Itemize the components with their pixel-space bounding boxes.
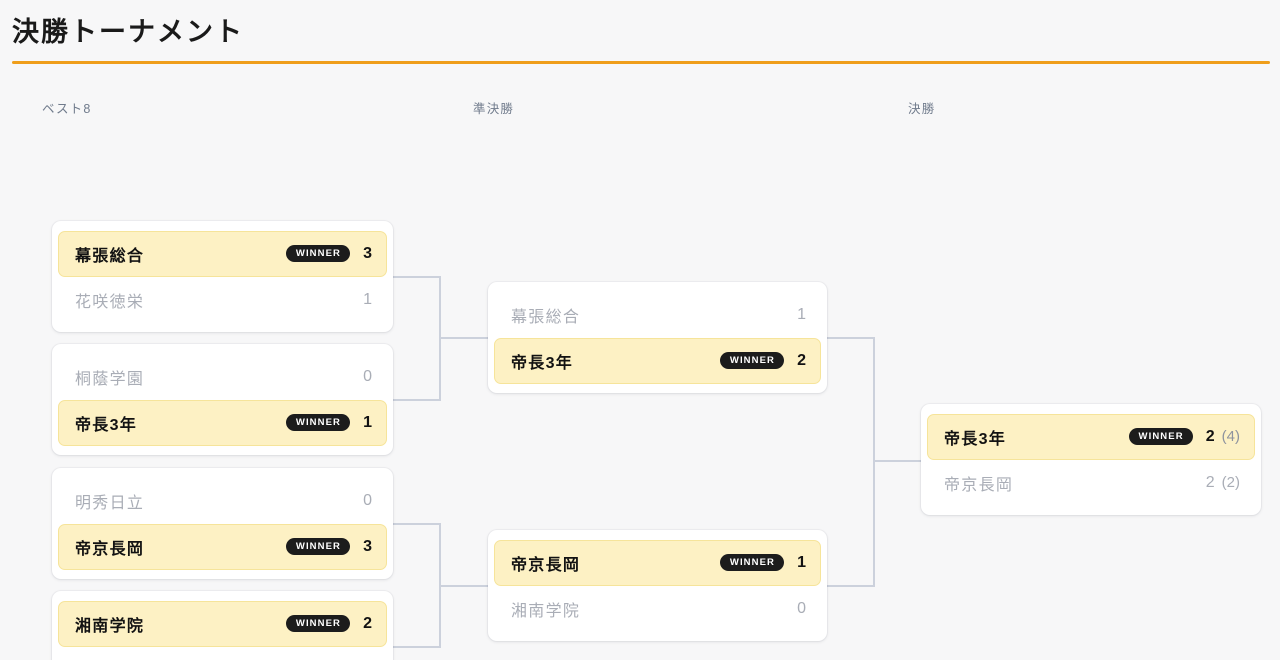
team-name: 帝京長岡 [75, 540, 145, 558]
tournament-bracket: ベスト8 準決勝 決勝 幕張総合 WINNER 3 花咲徳栄 1 [0, 64, 1280, 660]
match-card-final[interactable]: 帝長3年 WINNER 2 (4) 帝京長岡 2 (2) [921, 404, 1261, 515]
team-score: 1 [363, 290, 372, 308]
team-penalty-score: (2) [1221, 474, 1240, 491]
winner-badge: WINNER [1128, 428, 1193, 445]
round-label-final: 決勝 [908, 102, 936, 116]
team-row-bottom[interactable]: 花咲徳栄 1 [58, 277, 387, 323]
match-card-quarterfinal-1[interactable]: 幕張総合 WINNER 3 花咲徳栄 1 [52, 221, 393, 332]
winner-badge: WINNER [285, 615, 350, 632]
team-row-top[interactable]: 桐蔭学園 0 [58, 354, 387, 400]
team-row-top[interactable]: 湘南学院 WINNER 2 [58, 600, 387, 647]
match-card-quarterfinal-3[interactable]: 明秀日立 0 帝京長岡 WINNER 3 [52, 468, 393, 579]
team-row-top[interactable]: 幕張総合 WINNER 3 [58, 230, 387, 277]
page-title: 決勝トーナメント [12, 17, 244, 47]
team-name: 幕張総合 [511, 308, 581, 326]
team-score: 2 [363, 614, 372, 632]
match-card-semifinal-1[interactable]: 幕張総合 1 帝長3年 WINNER 2 [488, 282, 827, 393]
team-score: 2 [1205, 473, 1215, 491]
team-score: 1 [797, 553, 806, 571]
team-score: 3 [363, 537, 372, 555]
round-label-semifinals: 準決勝 [473, 102, 515, 116]
team-name: 帝長3年 [511, 354, 574, 372]
team-name: 帝長3年 [944, 430, 1007, 448]
winner-badge: WINNER [719, 554, 784, 571]
team-score: 0 [797, 599, 806, 617]
team-name: 幕張総合 [75, 247, 145, 265]
winner-badge: WINNER [285, 414, 350, 431]
team-score: 0 [363, 367, 372, 385]
team-score: 2 [797, 351, 806, 369]
team-penalty-score: (4) [1221, 428, 1240, 445]
winner-badge: WINNER [719, 352, 784, 369]
team-row-top[interactable]: 幕張総合 1 [494, 292, 821, 338]
team-row-bottom[interactable]: 湘南学院 0 [494, 586, 821, 632]
team-name: 帝京長岡 [511, 556, 581, 574]
team-row-top[interactable]: 帝京長岡 WINNER 1 [494, 539, 821, 586]
team-row-top[interactable]: 帝長3年 WINNER 2 (4) [927, 413, 1255, 460]
team-row-top[interactable]: 明秀日立 0 [58, 478, 387, 524]
match-card-quarterfinal-4[interactable]: 湘南学院 WINNER 2 聖カピ 1 [52, 591, 393, 660]
team-row-bottom[interactable]: 帝長3年 WINNER 1 [58, 399, 387, 446]
team-score: 1 [797, 305, 806, 323]
round-label-quarterfinals: ベスト8 [42, 102, 92, 116]
team-name: 花咲徳栄 [75, 293, 145, 311]
team-name: 湘南学院 [511, 602, 581, 620]
team-row-bottom[interactable]: 帝長3年 WINNER 2 [494, 337, 821, 384]
team-name: 明秀日立 [75, 494, 145, 512]
winner-badge: WINNER [285, 245, 350, 262]
match-card-quarterfinal-2[interactable]: 桐蔭学園 0 帝長3年 WINNER 1 [52, 344, 393, 455]
team-score: 2 [1205, 427, 1215, 445]
team-name: 帝長3年 [75, 416, 138, 434]
team-name: 桐蔭学園 [75, 370, 145, 388]
team-score: 3 [363, 244, 372, 262]
winner-badge: WINNER [285, 538, 350, 555]
team-name: 帝京長岡 [944, 476, 1014, 494]
page-header: 決勝トーナメント [0, 0, 1280, 64]
team-row-bottom[interactable]: 帝京長岡 2 (2) [927, 460, 1255, 506]
team-row-bottom[interactable]: 帝京長岡 WINNER 3 [58, 523, 387, 570]
team-score: 0 [363, 491, 372, 509]
team-name: 湘南学院 [75, 617, 145, 635]
title-underline-rule [12, 61, 1270, 64]
team-score: 1 [363, 413, 372, 431]
team-row-bottom[interactable]: 聖カピ 1 [58, 647, 387, 660]
match-card-semifinal-2[interactable]: 帝京長岡 WINNER 1 湘南学院 0 [488, 530, 827, 641]
